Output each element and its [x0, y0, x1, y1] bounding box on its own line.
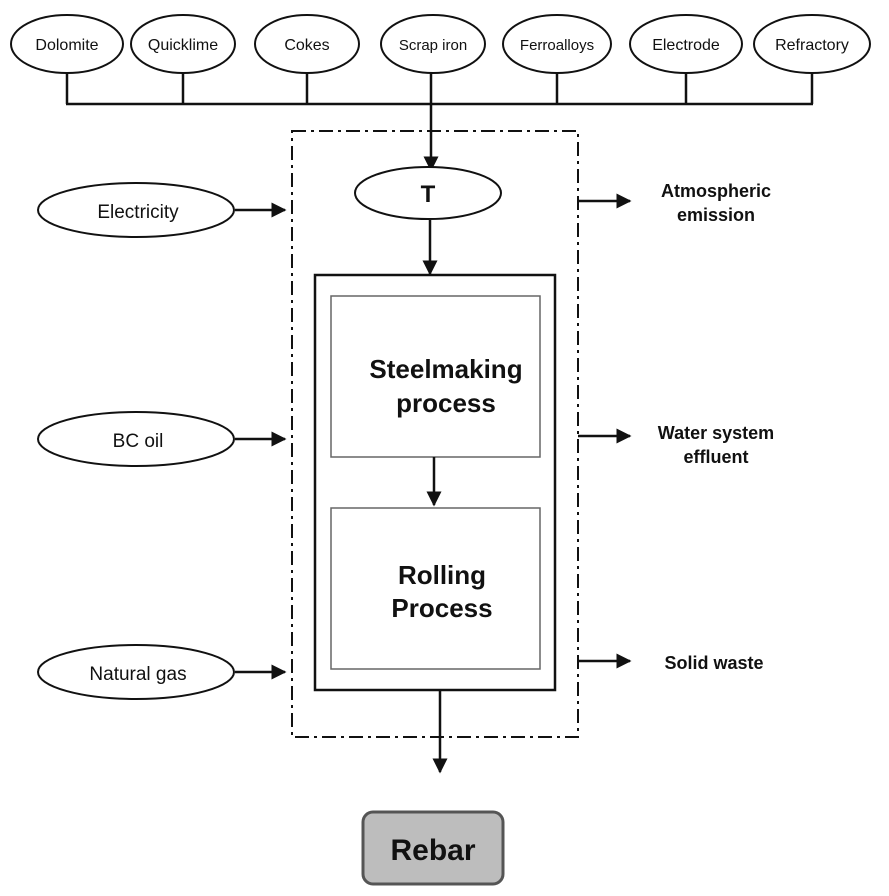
input-scrap-iron: Scrap iron — [380, 14, 486, 74]
step-label-line1: Rolling — [398, 560, 486, 590]
input-label: BC oil — [113, 431, 164, 452]
step-label-line2: process — [396, 388, 496, 418]
input-collector-lines — [65, 73, 814, 172]
step-label-line2: Process — [391, 593, 492, 623]
output-label-line1: Water system — [658, 423, 774, 443]
input-label: Cokes — [284, 37, 329, 54]
input-cokes: Cokes — [254, 14, 360, 74]
input-label: Quicklime — [148, 37, 218, 54]
input-refractory: Refractory — [753, 14, 871, 74]
input-electrode: Electrode — [629, 14, 743, 74]
product-label: Rebar — [390, 834, 475, 867]
output-water-effluent: Water system effluent — [658, 423, 774, 467]
input-label: Natural gas — [89, 664, 186, 685]
input-quicklime: Quicklime — [130, 14, 236, 74]
output-label-line2: emission — [677, 205, 755, 225]
step-rolling: Rolling Process — [330, 507, 541, 670]
system-boundary — [291, 130, 579, 738]
input-ferroalloys: Ferroalloys — [502, 14, 612, 74]
input-bc-oil: BC oil — [37, 411, 235, 467]
output-label-line2: effluent — [684, 447, 749, 467]
transport-node: T — [354, 166, 502, 220]
input-label: Electrode — [652, 37, 720, 54]
output-label-line1: Atmospheric — [661, 181, 771, 201]
input-electricity: Electricity — [37, 182, 235, 238]
input-label: Electricity — [97, 202, 179, 223]
input-label: Refractory — [775, 37, 849, 54]
input-label: Ferroalloys — [520, 37, 594, 54]
input-label: Scrap iron — [399, 37, 467, 54]
input-dolomite: Dolomite — [10, 14, 124, 74]
step-label-line1: Steelmaking — [369, 354, 522, 384]
output-solid-waste: Solid waste — [664, 653, 763, 673]
transport-label: T — [421, 181, 436, 208]
input-natural-gas: Natural gas — [37, 644, 235, 700]
product-rebar: Rebar — [361, 810, 505, 886]
step-steelmaking: Steelmaking process — [330, 295, 541, 458]
output-label-line1: Solid waste — [664, 653, 763, 673]
input-label: Dolomite — [35, 37, 98, 54]
output-atmospheric-emission: Atmospheric emission — [661, 181, 771, 225]
